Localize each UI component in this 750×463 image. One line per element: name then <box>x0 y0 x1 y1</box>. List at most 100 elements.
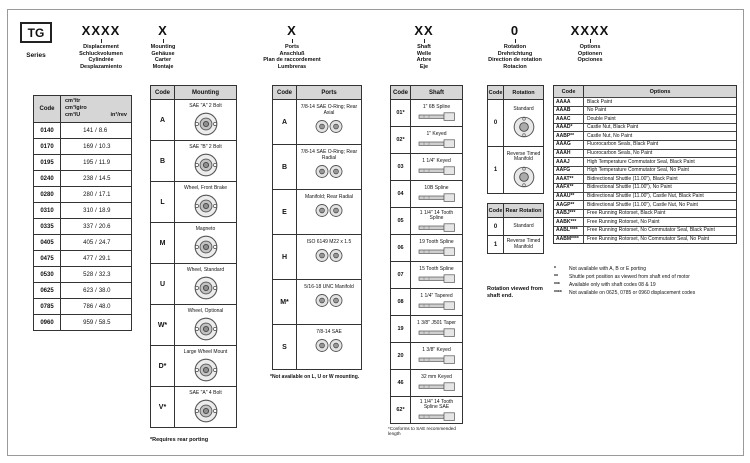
imperial-value: 17.1 <box>98 191 111 198</box>
displacement-mask: XXXX <box>81 23 121 38</box>
ports-label: ISO 6149 M22 x 1.5 <box>306 239 352 245</box>
label-line: Shaft <box>417 44 431 50</box>
mounting-description-cell: Magneto <box>175 223 236 263</box>
shaft-code: 05 <box>391 208 411 234</box>
displacement-value: 195 / 11.9 <box>61 155 131 170</box>
shaft-icon <box>418 355 455 364</box>
mounting-row: M Magneto <box>151 222 236 263</box>
options-row: AAAT** Bidirectional Shuttle (11.00"), B… <box>554 174 736 183</box>
rotor-icon <box>513 166 534 187</box>
mounting-description-cell: SAE "A" 2 Bolt <box>175 100 236 140</box>
mounting-header: X Mounting Gehäuse Carter Montaje <box>130 24 196 70</box>
rear-rotation-code: 1 <box>488 236 504 253</box>
metric-value: 786 <box>83 303 94 310</box>
mounting-table: Code Mounting A SAE "A" 2 Bolt <box>150 85 237 428</box>
imperial-value: 32.3 <box>98 271 111 278</box>
imperial-value: 10.3 <box>98 143 111 150</box>
displacement-value: 405 / 24.7 <box>61 235 131 250</box>
label-line: Anschluß <box>279 50 305 57</box>
mounting-code: A <box>151 100 175 140</box>
mounting-label: Wheel, Optional <box>187 308 224 314</box>
footnote-text: Available only with shaft codes 08 & 19 <box>569 282 656 288</box>
option-label: Castle Nut, No Paint <box>587 132 633 139</box>
mounting-code: U <box>151 264 175 304</box>
label-line: Schluckvolumen <box>79 50 123 57</box>
mounting-code: V* <box>151 387 175 427</box>
displacement-rows: 0140 141 / 8.6 0170 169 / 10.3 <box>34 122 131 330</box>
displacement-value: 238 / 14.5 <box>61 171 131 186</box>
mounting-label: SAE "A" 2 Bolt <box>189 103 222 109</box>
flange-icon <box>194 194 217 218</box>
shaft-code: 46 <box>391 370 411 396</box>
shaft-table: Code Shaft 01* 1" 6B Spline <box>390 85 463 424</box>
options-footnotes: * Not available with A, B or E porting *… <box>554 266 738 298</box>
shaft-code: 01* <box>391 100 411 126</box>
options-table: Code Options AAAA Black Paint AAAB No Pa… <box>553 85 737 245</box>
shaft-icon <box>418 139 455 148</box>
mounting-row: V* SAE "A" 4 Bolt <box>151 386 236 427</box>
displacement-row: 0530 528 / 32.3 <box>34 266 131 282</box>
options-mask: XXXX <box>570 23 610 38</box>
metric-value: 477 <box>83 255 94 262</box>
code-column-header: Code <box>151 86 175 99</box>
ports-header: X Ports Anschluß Plan de raccordement Lu… <box>252 24 332 70</box>
flange-icon <box>194 276 217 300</box>
option-code: AAAC <box>554 115 584 123</box>
displacement-table: Code cm³/tr cm³/giro cm³/U in³/rev 0140 … <box>33 95 132 331</box>
shaft-row: 20 1 3/8" Keyed <box>391 342 462 369</box>
code-column-header: Code <box>488 86 504 99</box>
code-column-header: Code <box>488 204 504 217</box>
displacement-code: 0960 <box>34 315 61 330</box>
option-code: AABL**** <box>554 226 584 235</box>
displacement-labels: Displacement Schluckvolumen Cylindrée De… <box>61 44 141 70</box>
ports-row: H ISO 6149 M22 x 1.5 <box>273 234 361 279</box>
shaft-code: 20 <box>391 343 411 369</box>
options-row: AAFG High Temperature Commutator Seal, N… <box>554 165 736 175</box>
rotation-description-cell: Standard <box>504 100 543 146</box>
value-separator: / <box>95 191 97 198</box>
rear-rotation-table-header: Code Rear Rotation <box>488 204 543 217</box>
rotation-label: Reverse Timed Manifold <box>506 150 541 162</box>
ports-row: A 7/8-14 SAE O-Ring; Rear Axial <box>273 99 361 144</box>
displacement-row: 0335 337 / 20.6 <box>34 218 131 234</box>
mounting-code: W* <box>151 305 175 345</box>
shaft-row: 01* 1" 6B Spline <box>391 99 462 126</box>
ports-code: B <box>273 145 297 189</box>
label-line: Direction de rotation <box>488 57 542 64</box>
imperial-value: 11.9 <box>98 159 111 166</box>
footnote-marker: ** <box>554 274 558 280</box>
mounting-label: SAE "B" 2 Bolt <box>189 144 222 150</box>
metric-value: 528 <box>83 271 94 278</box>
value-separator: / <box>95 223 97 230</box>
shaft-row: 04 10B Spline <box>391 180 462 207</box>
imperial-value: 20.6 <box>98 223 111 230</box>
shaft-row: 08 1 1/4" Tapered <box>391 288 462 315</box>
imperial-value: 58.5 <box>98 319 111 326</box>
port-face-icon <box>315 165 343 178</box>
metric-value: 405 <box>83 239 94 246</box>
mounting-mask: X <box>158 23 168 38</box>
shaft-label: 1" 6B Spline <box>422 104 451 111</box>
shaft-icon <box>418 301 455 310</box>
displacement-value: 623 / 38.0 <box>61 283 131 298</box>
shaft-icon <box>418 247 455 256</box>
option-label: Fluorocarbon Seals, Black Paint <box>587 141 659 148</box>
rear-rotation-label: Standard <box>513 222 534 229</box>
rotation-description-cell: Reverse Timed Manifold <box>504 147 543 193</box>
shaft-icon <box>418 382 455 391</box>
mounting-rows: A SAE "A" 2 Bolt B <box>151 99 236 427</box>
label-line: Rotation <box>503 44 527 50</box>
options-labels: Options Optionen Opciones <box>550 44 630 64</box>
shaft-label: 10B Spline <box>424 185 449 192</box>
mounting-row: A SAE "A" 2 Bolt <box>151 99 236 140</box>
shaft-label: 1" Keyed <box>426 131 447 138</box>
ports-description-cell: 7/8-14 SAE <box>297 325 361 369</box>
option-code: AAAB <box>554 106 584 115</box>
port-face-icon <box>315 249 343 262</box>
label-line: Optionen <box>577 50 603 57</box>
displacement-header: XXXX Displacement Schluckvolumen Cylindr… <box>61 24 141 70</box>
imperial-unit-label: in³/rev <box>110 112 127 118</box>
option-code: AAAU** <box>554 192 584 201</box>
shaft-description-cell: 1 1/4" Keyed <box>411 154 462 180</box>
displacement-row: 0960 959 / 58.5 <box>34 314 131 330</box>
